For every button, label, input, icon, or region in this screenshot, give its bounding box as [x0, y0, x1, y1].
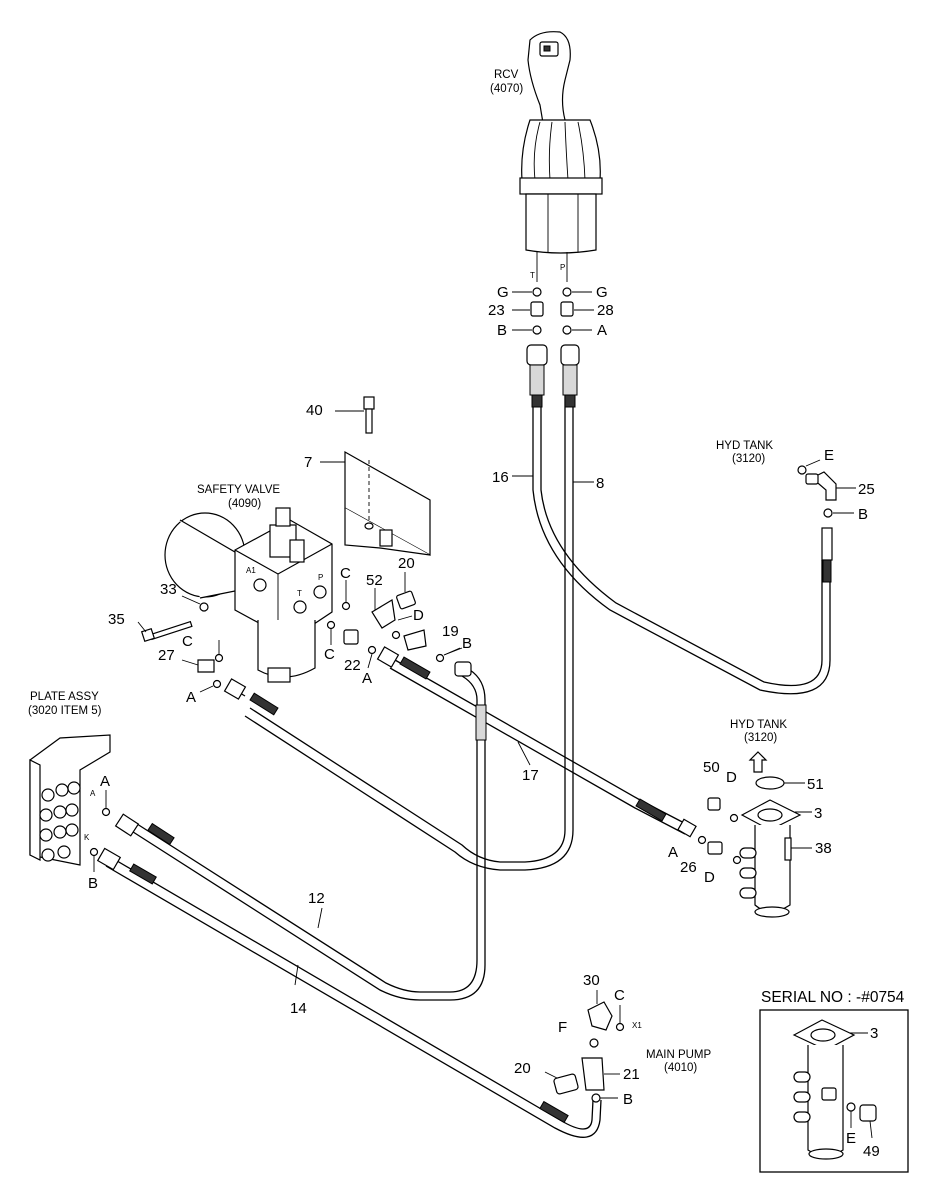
callout-12: 12 — [308, 890, 325, 907]
bracket-7 — [344, 450, 431, 557]
callout-b-rcv: B — [497, 322, 507, 339]
callout-b-plate: B — [88, 875, 98, 892]
callout-21: 21 — [623, 1066, 640, 1083]
callout-b-sv: B — [462, 635, 472, 652]
callout-c-sv-top: C — [340, 565, 351, 582]
callout-26: 26 — [680, 859, 697, 876]
callout-c-sv-left: C — [182, 633, 193, 650]
callout-20-sv: 20 — [398, 555, 415, 572]
callout-25: 25 — [858, 481, 875, 498]
bolt-40 — [335, 396, 375, 434]
hose-a-line — [223, 678, 279, 716]
plate-assy-ref: (3020 ITEM 5) — [28, 705, 102, 717]
serial-box-tank-port — [792, 1019, 877, 1160]
callout-8: 8 — [596, 475, 604, 492]
callout-50: 50 — [703, 759, 720, 776]
callout-33: 33 — [160, 581, 177, 598]
serial-callout-3: 3 — [870, 1025, 878, 1042]
hose-16 — [526, 344, 833, 695]
callout-d-tank-top: D — [726, 769, 737, 786]
main-pump-ref: (4010) — [664, 1062, 697, 1074]
plate-port-a: A — [90, 789, 96, 798]
callout-35: 35 — [108, 611, 125, 628]
callout-a-tank: A — [668, 844, 678, 861]
sv-port-t: T — [297, 589, 302, 598]
serial-callout-e: E — [846, 1130, 856, 1147]
hyd-tank-top-ref: (3120) — [732, 453, 765, 465]
rcv-callouts: G G 23 28 B A — [488, 284, 614, 339]
hyd-tank-bottom-title: HYD TANK — [730, 719, 787, 731]
callout-51: 51 — [807, 776, 824, 793]
plate-assy: A K — [29, 734, 111, 866]
callout-g-left: G — [497, 284, 509, 301]
callout-28: 28 — [597, 302, 614, 319]
hose-8 — [244, 344, 580, 871]
main-pump-title: MAIN PUMP — [646, 1049, 712, 1061]
callout-a-rcv: A — [597, 322, 607, 339]
hose-17 — [376, 646, 697, 838]
plate-assy-title: PLATE ASSY — [30, 691, 99, 703]
serial-box-title: SERIAL NO : -#0754 — [761, 989, 905, 1006]
callout-b-pump: B — [623, 1091, 633, 1108]
callout-a-sv-right: A — [362, 670, 372, 687]
pump-port-x1: X1 — [632, 1021, 642, 1030]
callout-52: 52 — [366, 572, 383, 589]
rcv-port-p: P — [560, 263, 565, 272]
callout-a-plate: A — [100, 773, 110, 790]
rcv-joystick: T P — [519, 31, 603, 335]
callout-3-tank: 3 — [814, 805, 822, 822]
serial-callout-49: 49 — [863, 1143, 880, 1160]
callout-19: 19 — [442, 623, 459, 640]
hose-14 — [96, 847, 602, 1138]
callout-a-sv-left: A — [186, 689, 196, 706]
callout-f-pump: F — [558, 1019, 567, 1036]
hose-12 — [114, 661, 487, 1001]
rcv-ref: (4070) — [490, 83, 523, 95]
rcv-title: RCV — [494, 69, 519, 81]
callout-38: 38 — [815, 840, 832, 857]
tank-elbow-25 — [797, 459, 856, 518]
tank-port-3 — [697, 776, 812, 918]
hyd-tank-bottom-ref: (3120) — [744, 732, 777, 744]
sv-port-p: P — [318, 573, 323, 582]
callout-g-right: G — [596, 284, 608, 301]
callout-20-pump: 20 — [514, 1060, 531, 1077]
callout-c-sv-bottom: C — [324, 646, 335, 663]
callout-d-sv: D — [413, 607, 424, 624]
rcv-port-t: T — [530, 271, 535, 280]
callout-23: 23 — [488, 302, 505, 319]
callout-17: 17 — [522, 767, 539, 784]
callout-e-tank: E — [824, 447, 834, 464]
callout-b-tank: B — [858, 506, 868, 523]
callout-40: 40 — [306, 402, 323, 419]
safety-valve-ref: (4090) — [228, 498, 261, 510]
serial-box-frame — [759, 1009, 909, 1173]
callout-7: 7 — [304, 454, 312, 471]
callout-27: 27 — [158, 647, 175, 664]
callout-16: 16 — [492, 469, 509, 486]
sv-port-a1: A1 — [246, 566, 256, 575]
hyd-tank-top-title: HYD TANK — [716, 440, 773, 452]
callout-14: 14 — [290, 1000, 307, 1017]
safety-valve-title: SAFETY VALVE — [197, 484, 280, 496]
callout-22: 22 — [344, 657, 361, 674]
callout-c-pump: C — [614, 987, 625, 1004]
plate-port-k: K — [84, 833, 90, 842]
safety-valve: A1 T P — [164, 507, 333, 683]
main-pump-fittings: X1 — [544, 990, 642, 1103]
safety-valve-fittings — [137, 572, 463, 693]
callout-30: 30 — [583, 972, 600, 989]
up-arrow-icon — [748, 751, 768, 773]
callout-d-tank-bottom: D — [704, 869, 715, 886]
